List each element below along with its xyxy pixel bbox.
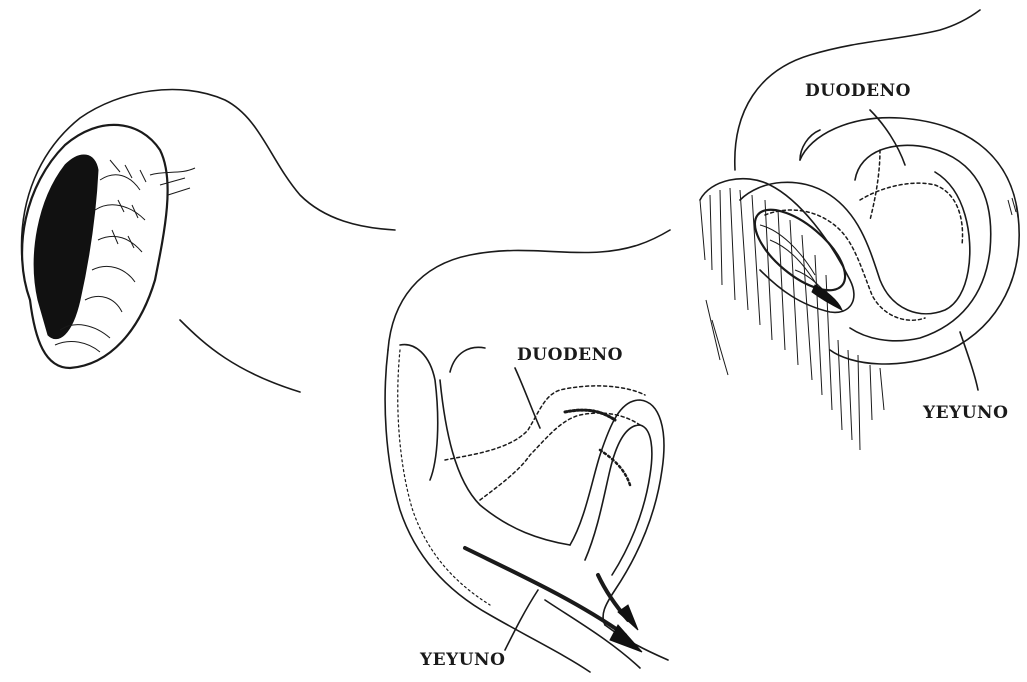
middle-duodenum-loop-outer (570, 400, 664, 625)
right-label-duodeno: DUODENO (805, 81, 911, 101)
left-stomach-lower-contour (180, 320, 300, 392)
middle-stomach-stipple (398, 350, 490, 605)
middle-duodenum-loop-inner (585, 425, 652, 575)
right-oval-section (742, 195, 858, 304)
middle-loop-stipple (565, 410, 615, 420)
right-tissue-hatching (700, 188, 884, 450)
middle-stomach-contour (388, 230, 670, 350)
right-panel-anastomosis (700, 10, 1019, 450)
right-duodenum-dotted (765, 210, 925, 320)
right-duodenum-dotted-3 (870, 150, 880, 220)
middle-duodeno-leader (515, 368, 540, 428)
middle-label-yeyuno: YEYUNO (419, 650, 505, 670)
right-edge-marks (1008, 198, 1018, 218)
middle-panel-anastomosis (385, 230, 670, 672)
middle-label-duodeno: DUODENO (517, 345, 623, 365)
right-jejunum-outer-loop (800, 118, 1019, 364)
right-label-yeyuno: YEYUNO (922, 403, 1008, 423)
right-duodenum-outer (740, 172, 970, 314)
middle-stomach-stipple-pouch (400, 345, 438, 480)
middle-duodenum-dotted-path (445, 386, 645, 460)
middle-jejunum-limb (605, 625, 668, 660)
middle-duodeno-hook (450, 347, 485, 372)
left-panel-stomach (22, 90, 395, 392)
middle-duodenum-inner-wall (440, 380, 570, 545)
middle-yeyuno-leader (505, 590, 538, 650)
middle-duodenum-dotted-path-2 (480, 413, 640, 500)
middle-flow-arrow-1-shaft (465, 548, 625, 635)
left-incision-dark-mucosa (34, 155, 98, 339)
right-yeyuno-leader (960, 332, 978, 390)
